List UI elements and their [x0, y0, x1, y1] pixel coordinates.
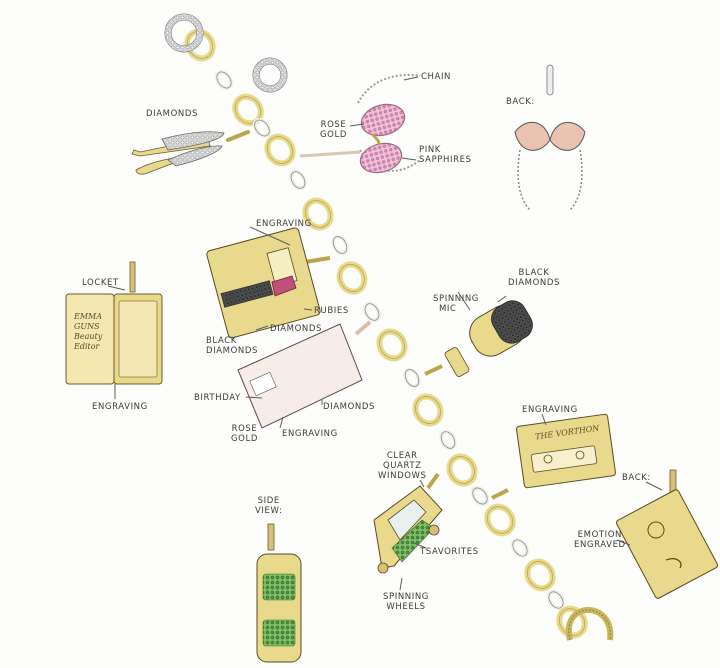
chain-link-outline: [304, 200, 332, 228]
chain-link-outline: [339, 263, 365, 293]
chain-link-outline: [558, 608, 586, 636]
label-engraving-cassette: ENGRAVING: [522, 405, 578, 415]
label-black-diamonds-mic: BLACK DIAMONDS: [508, 268, 560, 288]
taxi-side-view: [256, 523, 302, 663]
locket-charm: [65, 261, 163, 385]
diamond-pave-rings: [164, 13, 288, 93]
label-black-diamonds-line-1: BLACK: [206, 336, 237, 346]
label-spinning-mic-line-2: MIC: [439, 304, 457, 314]
label-diamonds-lipstick: DIAMONDS: [270, 324, 322, 334]
label-clear-quartz-line-2: QUARTZ: [382, 461, 422, 471]
label-side-view-line-1: SIDE: [257, 496, 280, 506]
locket-engraving-line-2: GUNS: [74, 322, 100, 331]
locket-engraving-line-3: Beauty: [74, 332, 103, 341]
label-leader-lines: [107, 76, 663, 591]
chain-link-outline: [548, 591, 564, 609]
label-rose-gold-ticket-line-1: ROSE: [231, 424, 258, 434]
label-rubies: RUBIES: [314, 306, 349, 316]
cassette-back-charm: [615, 469, 719, 599]
label-emotion-engraved-line-2: ENGRAVED: [574, 540, 626, 550]
label-pink-sapphires-line-1: PINK: [419, 145, 441, 155]
label-black-diamonds-lipstick: BLACK DIAMONDS: [206, 336, 258, 356]
label-rose-gold-ticket: ROSE GOLD: [231, 424, 258, 444]
chain-link-outline: [216, 71, 232, 89]
label-rose-gold-line-2: GOLD: [320, 130, 347, 140]
label-spinning-mic-line-1: SPINNING: [433, 294, 479, 304]
bracelet-chain: [184, 28, 588, 639]
label-rose-gold-ticket-line-2: GOLD: [231, 434, 258, 444]
label-diamonds-cutlery: DIAMONDS: [146, 109, 198, 119]
label-tsavorites: TSAVORITES: [420, 547, 479, 557]
label-chain: CHAIN: [421, 72, 452, 82]
cutlery-charm: [131, 130, 250, 175]
lipstick-compact-charm: [206, 227, 331, 339]
clasp: [565, 607, 614, 641]
label-side-view: SIDE VIEW:: [255, 496, 282, 516]
ticket-charm: [237, 320, 372, 429]
label-clear-quartz-line-1: CLEAR: [386, 451, 418, 461]
taxi-charm: [373, 472, 443, 574]
label-black-diamonds-line-2: DIAMONDS: [206, 346, 258, 356]
label-side-view-line-2: VIEW:: [255, 506, 283, 516]
label-diamonds-ticket: DIAMONDS: [323, 402, 375, 412]
label-birthday: BIRTHDAY: [194, 393, 241, 403]
sunglasses-charm: [299, 74, 421, 174]
label-spinning-wheels-line-2: WHEELS: [386, 602, 426, 612]
label-black-diamonds-mic-line-2: DIAMONDS: [508, 278, 560, 288]
locket-engraving-text: EMMA GUNS Beauty Editor: [74, 312, 102, 352]
chain-link-outline: [526, 561, 554, 589]
label-engraving-lipstick: ENGRAVING: [256, 219, 312, 229]
label-pink-sapphires-line-2: SAPPHIRES: [419, 155, 472, 165]
chain-link-outline: [379, 331, 405, 359]
chain-link-outline: [254, 119, 270, 137]
label-emotion-engraved-line-1: EMOTION: [577, 530, 623, 540]
label-emotion-engraved: EMOTION ENGRAVED: [574, 530, 626, 550]
chain-link-outline: [404, 369, 420, 387]
chain-link-outline: [486, 506, 514, 534]
label-engraving-locket: ENGRAVING: [92, 402, 148, 412]
chain-link-outline: [472, 487, 488, 505]
label-spinning-wheels-line-1: SPINNING: [383, 592, 429, 602]
chain-link-outline: [415, 396, 441, 424]
label-back-cassette: BACK:: [622, 473, 651, 483]
label-engraving-ticket: ENGRAVING: [282, 429, 338, 439]
locket-engraving-line-4: Editor: [74, 342, 100, 351]
microphone-charm: [424, 300, 533, 377]
chain-link: [336, 261, 368, 295]
chain-link-outline: [512, 539, 528, 557]
chain-link-outline: [332, 236, 348, 254]
label-rose-gold-line-1: ROSE: [320, 120, 347, 130]
chain-link-outline: [234, 96, 262, 124]
label-rose-gold-sunglasses: ROSE GOLD: [320, 120, 347, 140]
label-locket: LOCKET: [82, 278, 119, 288]
label-clear-quartz-line-3: WINDOWS: [378, 471, 427, 481]
chain-link-outline: [364, 303, 380, 321]
chain-link-outline: [186, 31, 214, 59]
label-black-diamonds-mic-line-1: BLACK: [518, 268, 550, 278]
chain-link-outline: [266, 136, 294, 164]
label-clear-quartz-windows: CLEAR QUARTZ WINDOWS: [378, 451, 427, 481]
label-pink-sapphires: PINK SAPPHIRES: [419, 145, 472, 165]
chain-link-outline: [290, 171, 306, 189]
locket-engraving-line-1: EMMA: [74, 312, 102, 321]
chain-link-outline: [449, 456, 475, 484]
sunglasses-back-view: [514, 64, 586, 211]
label-spinning-mic: SPINNING MIC: [433, 294, 479, 314]
label-spinning-wheels: SPINNING WHEELS: [383, 592, 429, 612]
label-back-sunglasses: BACK:: [506, 97, 535, 107]
chain-link-outline: [440, 431, 456, 449]
cassette-charm: [491, 413, 616, 500]
